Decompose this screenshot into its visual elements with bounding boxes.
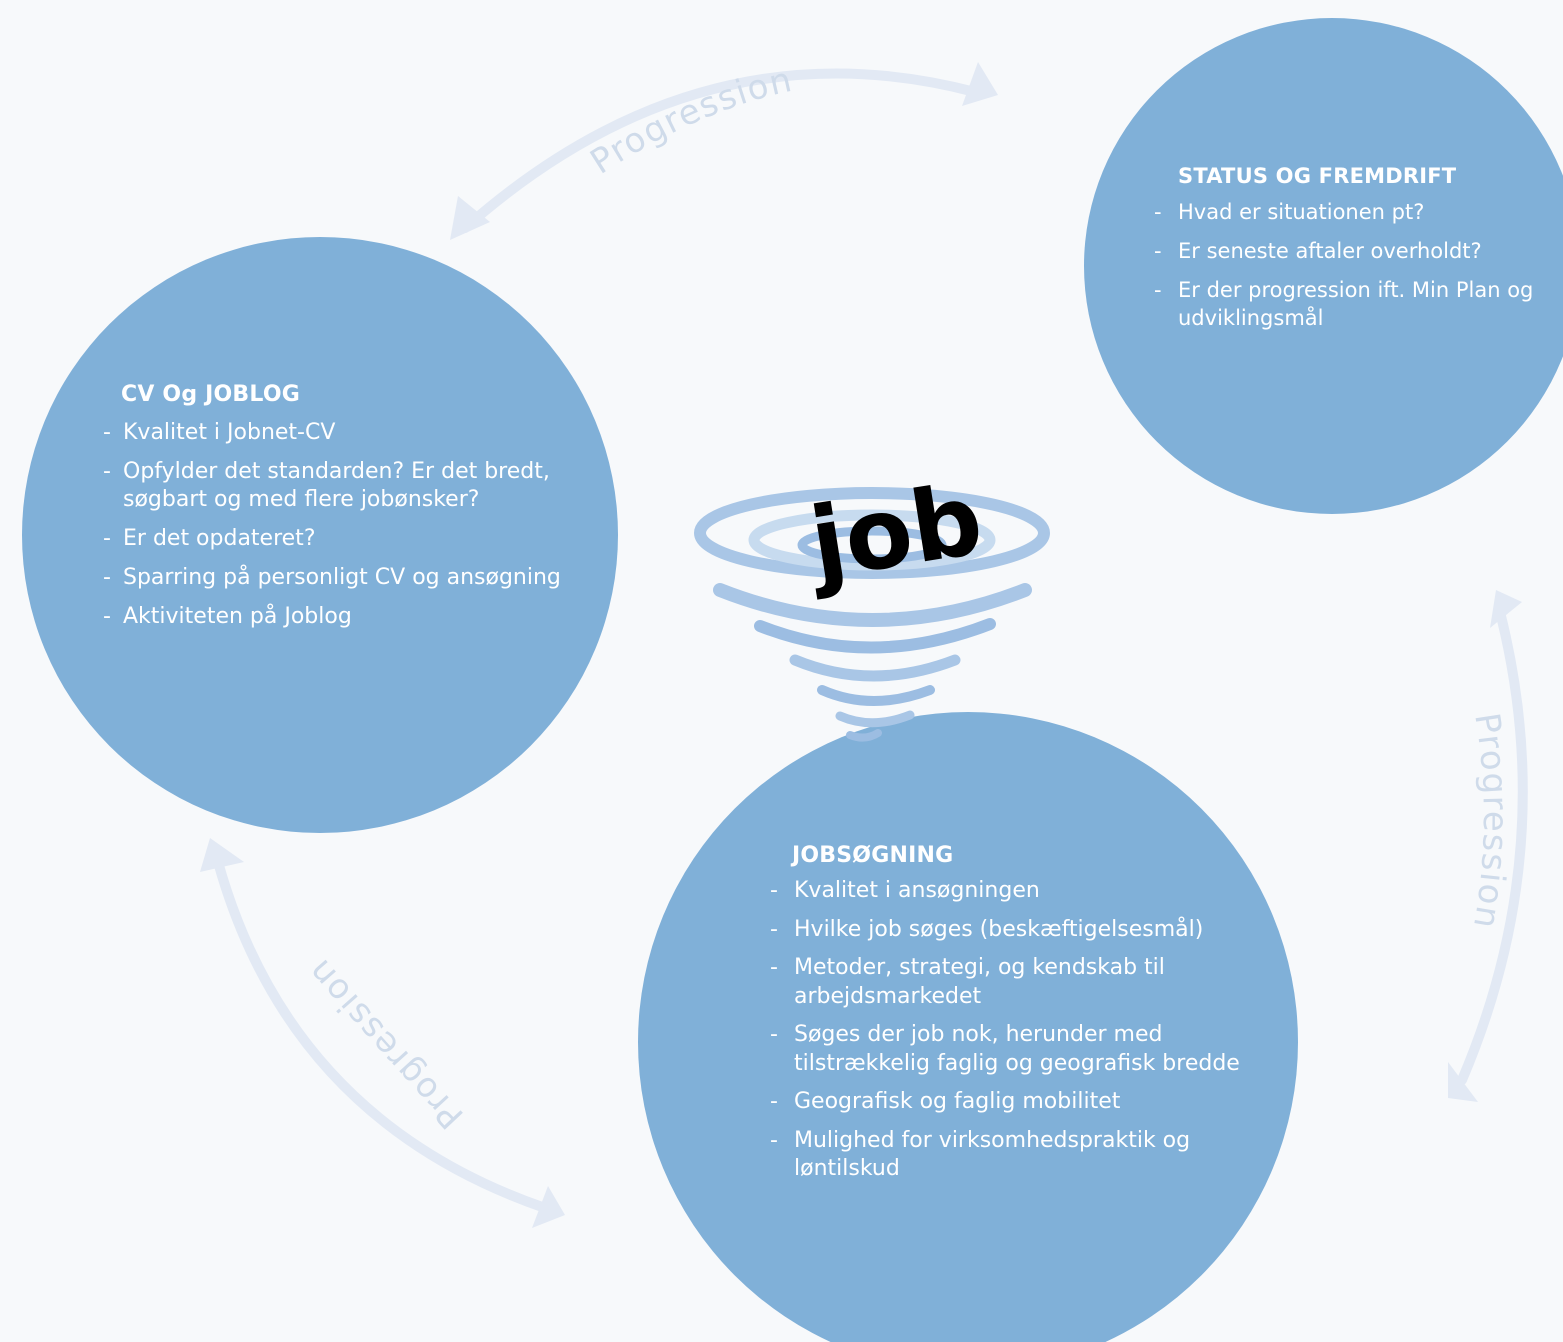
arrowhead-left-top [200, 838, 244, 872]
circle-status [1084, 18, 1563, 514]
arrowhead-top-right [962, 62, 998, 106]
status-list: Hvad er situationen pt? Er seneste aftal… [1152, 198, 1547, 332]
list-item: Mulighed for virksomhedspraktik og lønti… [770, 1127, 1240, 1184]
arrowhead-right-top [1490, 590, 1522, 628]
cv-joblog-block: CV Og JOBLOG Kvalitet i Jobnet-CV Opfyld… [103, 382, 593, 642]
progression-label-left: Progression [299, 950, 471, 1136]
jobsearch-heading: JOBSØGNING [792, 843, 954, 868]
list-item: Aktiviteten på Joblog [103, 603, 593, 631]
list-item: Kvalitet i ansøgningen [770, 877, 1240, 906]
list-item: Søges der job nok, herunder med tilstræk… [770, 1021, 1240, 1078]
list-item: Er der progression ift. Min Plan og udvi… [1152, 276, 1547, 332]
list-item: Opfylder det standarden? Er det bredt, s… [103, 458, 593, 514]
jobsearch-block: JOBSØGNING Kvalitet i ansøgningen Hvilke… [770, 843, 1240, 1194]
jobsearch-list: Kvalitet i ansøgningen Hvilke job søges … [770, 877, 1240, 1184]
progression-arrow-right: Progression [1448, 590, 1528, 1102]
job-wordmark: job [799, 463, 990, 603]
list-item: Hvilke job søges (beskæftigelsesmål) [770, 916, 1240, 945]
list-item: Er seneste aftaler overholdt? [1152, 237, 1547, 265]
status-block: STATUS OG FREMDRIFT Hvad er situationen … [1152, 164, 1547, 343]
arrowhead-top-left [450, 196, 490, 240]
list-item: Geografisk og faglig mobilitet [770, 1088, 1240, 1117]
cv-joblog-list: Kvalitet i Jobnet-CV Opfylder det standa… [103, 419, 593, 631]
progression-arrow-left: Progression [200, 838, 565, 1228]
list-item: Er det opdateret? [103, 525, 593, 553]
list-item: Hvad er situationen pt? [1152, 198, 1547, 226]
tornado-icon [694, 487, 1050, 742]
list-item: Metoder, strategi, og kendskab til arbej… [770, 954, 1240, 1011]
list-item: Kvalitet i Jobnet-CV [103, 419, 593, 447]
cv-joblog-heading: CV Og JOBLOG [121, 382, 300, 407]
status-heading: STATUS OG FREMDRIFT [1178, 164, 1457, 188]
arrowhead-left-bottom [532, 1186, 565, 1228]
progression-arrow-top: Progression [450, 60, 998, 240]
arrowhead-right-bottom [1448, 1062, 1478, 1102]
list-item: Sparring på personligt CV og ansøgning [103, 564, 593, 592]
job-tornado-logo: job [694, 463, 1050, 742]
progression-label-right: Progression [1465, 710, 1515, 932]
